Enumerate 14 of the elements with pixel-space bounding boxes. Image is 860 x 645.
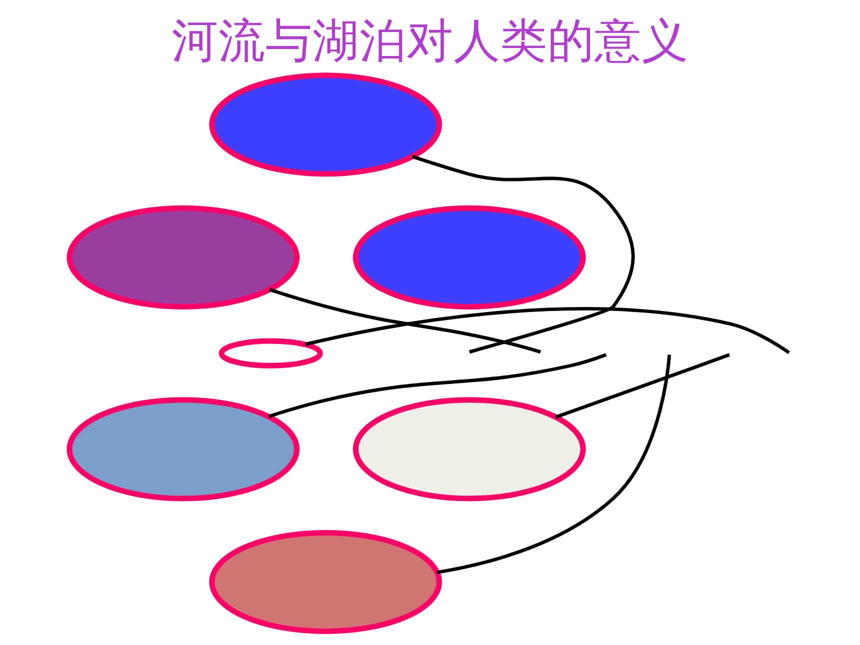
diagram-title: 河流与湖泊对人类的意义: [172, 13, 688, 68]
node-ellipse: [66, 205, 300, 310]
connector: [268, 353, 607, 418]
connector: [269, 288, 541, 354]
node-ellipse: [66, 397, 300, 502]
connector: [304, 307, 790, 354]
connector: [412, 154, 635, 354]
node-ellipse: [209, 72, 442, 177]
node-ellipse: [209, 530, 442, 634]
node-ellipse: [352, 205, 586, 310]
connector: [555, 353, 730, 419]
connector: [436, 354, 672, 574]
node-ellipse: [352, 397, 586, 502]
node-ellipse: [218, 338, 323, 368]
